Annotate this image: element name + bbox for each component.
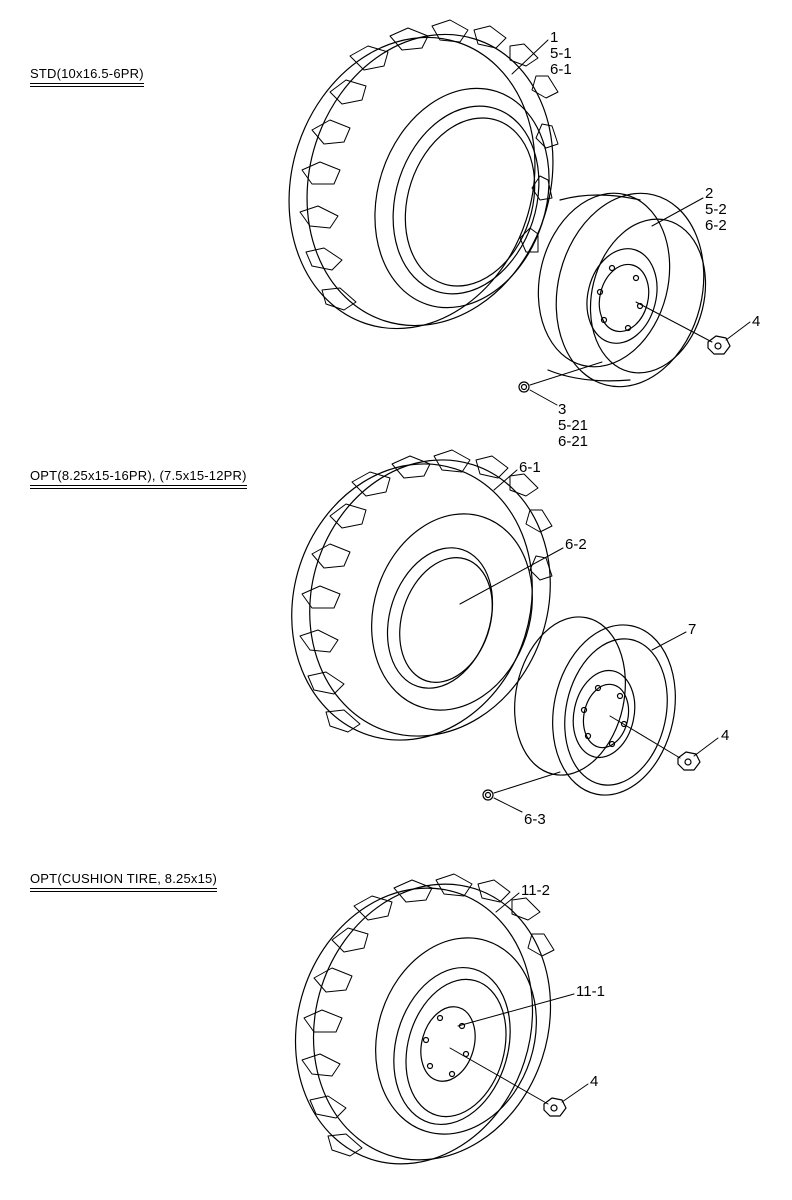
- section-1-caption-text: STD(10x16.5-6PR): [30, 66, 144, 81]
- s2-nut: [677, 751, 701, 771]
- s1-nut-callout: 4: [752, 313, 761, 330]
- s3-nut-callout: 4: [590, 1073, 599, 1090]
- section-1-caption: STD(10x16.5-6PR): [30, 66, 144, 87]
- s3-wheel-callout: 11-1: [576, 983, 605, 1000]
- s1-tread: [299, 19, 559, 311]
- s2-leader-lines: [459, 469, 719, 813]
- s2-valve-callout: 6-3: [524, 811, 546, 828]
- s3-tire-callout: 11-2: [521, 882, 550, 899]
- s2-valve: [482, 789, 494, 801]
- s1-leader-lines: [511, 39, 751, 406]
- s2-rim: [514, 616, 676, 796]
- s3-nut: [543, 1097, 567, 1117]
- s1-tire: [288, 33, 554, 330]
- s1-nut: [707, 335, 731, 355]
- s3-leader-lines: [449, 892, 589, 1105]
- s2-tread: [299, 449, 553, 733]
- s2-tube: [386, 547, 494, 689]
- section-2-caption: OPT(8.25x15-16PR), (7.5x15-12PR): [30, 468, 247, 489]
- s3-wheel: [393, 966, 511, 1126]
- s1-tire-callout: 1 5-1 6-1: [550, 29, 572, 78]
- section-3-caption: OPT(CUSHION TIRE, 8.25x15): [30, 871, 218, 892]
- s2-rim-callout: 7: [688, 621, 697, 638]
- s2-nut-callout: 4: [721, 727, 730, 744]
- s3-tread: [301, 873, 555, 1157]
- s2-tire-callout: 6-1: [519, 459, 541, 476]
- s1-valve: [518, 381, 530, 393]
- s2-tube-callout: 6-2: [565, 536, 587, 553]
- section-3-caption-text: OPT(CUSHION TIRE, 8.25x15): [30, 871, 218, 886]
- s3-tire: [294, 883, 552, 1165]
- section-2-caption-text: OPT(8.25x15-16PR), (7.5x15-12PR): [30, 468, 247, 483]
- s1-rim-callout: 2 5-2 6-2: [705, 185, 727, 234]
- s1-rim: [537, 192, 707, 388]
- s1-valve-callout: 3 5-21 6-21: [558, 401, 589, 450]
